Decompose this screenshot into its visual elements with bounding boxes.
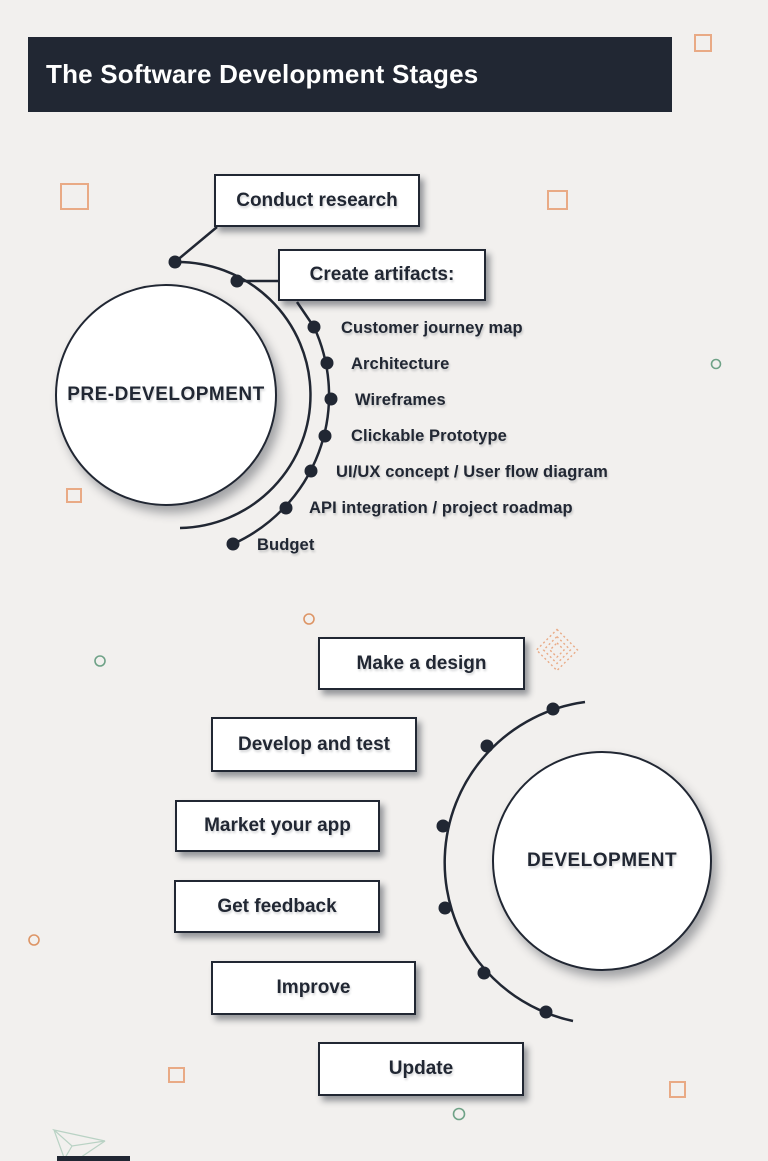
node-dot: [279, 501, 293, 515]
diamond-outline-icon: [535, 628, 579, 672]
title-bar: The Software Development Stages: [28, 37, 672, 112]
artifact-wireframes: Wireframes: [355, 391, 446, 409]
node-dot: [168, 255, 182, 269]
step-improve: Improve: [211, 961, 416, 1015]
artifact-customer-journey-map: Customer journey map: [341, 319, 523, 337]
artifact-api-integration: API integration / project roadmap: [309, 499, 573, 517]
square-outline-icon: [694, 34, 712, 52]
square-outline-icon: [547, 190, 568, 210]
node-dot: [324, 392, 338, 406]
pre-development-circle: PRE-DEVELOPMENT: [55, 284, 277, 506]
node-dot: [320, 356, 334, 370]
circle-outline-icon: [28, 934, 40, 946]
step-develop-and-test: Develop and test: [211, 717, 417, 772]
pre-development-label: PRE-DEVELOPMENT: [67, 384, 265, 405]
node-dot: [436, 819, 450, 833]
square-outline-icon: [168, 1067, 185, 1083]
cutoff-dark-bar: [57, 1156, 130, 1161]
node-dot: [477, 966, 491, 980]
artifact-budget: Budget: [257, 536, 315, 554]
circle-outline-icon: [303, 613, 315, 625]
pre-development-dots: [168, 255, 338, 551]
development-circle: DEVELOPMENT: [492, 751, 712, 971]
page-title: The Software Development Stages: [46, 59, 479, 89]
step-update: Update: [318, 1042, 524, 1096]
circle-outline-icon: [452, 1107, 466, 1121]
artifact-uiux-concept: UI/UX concept / User flow diagram: [336, 463, 608, 481]
step-get-feedback: Get feedback: [174, 880, 380, 933]
node-dot: [546, 702, 560, 716]
square-outline-icon: [66, 488, 82, 503]
artifact-architecture: Architecture: [351, 355, 450, 373]
node-dot: [226, 537, 240, 551]
node-dot: [438, 901, 452, 915]
node-dot: [230, 274, 244, 288]
node-dot: [539, 1005, 553, 1019]
node-dot: [304, 464, 318, 478]
callout-create-artifacts: Create artifacts:: [278, 249, 486, 301]
square-outline-icon: [669, 1081, 686, 1098]
development-dots: [436, 702, 560, 1019]
development-arc: [443, 700, 586, 1023]
development-label: DEVELOPMENT: [526, 850, 678, 871]
circle-outline-icon: [710, 358, 722, 370]
connector-conduct-research: [174, 226, 218, 263]
pre-development-outer-arc: [232, 301, 331, 546]
node-dot: [480, 739, 494, 753]
node-dot: [307, 320, 321, 334]
circle-outline-icon: [94, 655, 106, 667]
node-dot: [318, 429, 332, 443]
callout-conduct-research: Conduct research: [214, 174, 420, 227]
artifact-clickable-prototype: Clickable Prototype: [351, 427, 507, 445]
step-market-your-app: Market your app: [175, 800, 380, 852]
square-outline-icon: [60, 183, 89, 210]
step-make-a-design: Make a design: [318, 637, 525, 690]
